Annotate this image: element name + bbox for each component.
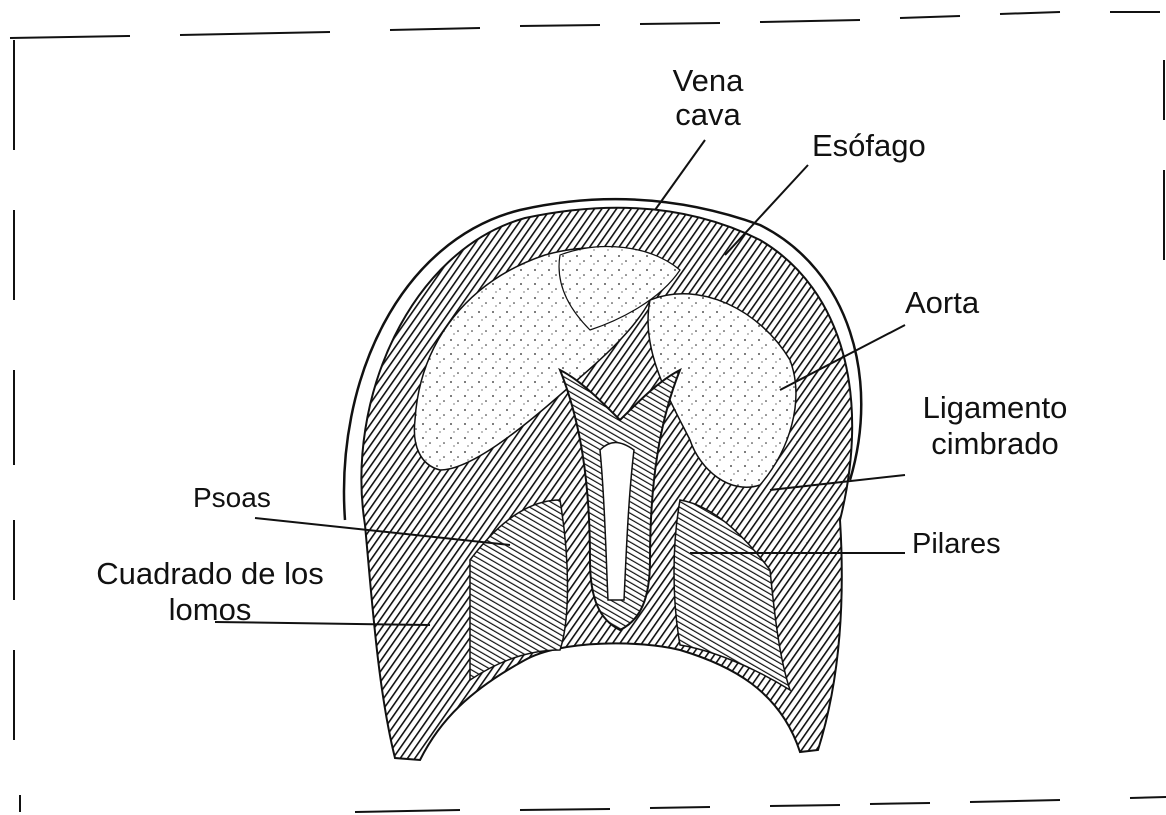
label-cuadrado-lomos: Cuadrado de los lomos (95, 556, 325, 628)
label-aorta: Aorta (905, 287, 979, 319)
label-esofago: Esófago (812, 130, 926, 162)
label-ligamento-cimbrado: Ligamento cimbrado (900, 390, 1090, 462)
label-psoas: Psoas (193, 482, 271, 514)
label-vena-cava: Vena cava (660, 64, 756, 132)
label-pilares: Pilares (912, 528, 1001, 560)
leader-vena-cava (655, 140, 705, 210)
leader-esofago (725, 165, 808, 255)
